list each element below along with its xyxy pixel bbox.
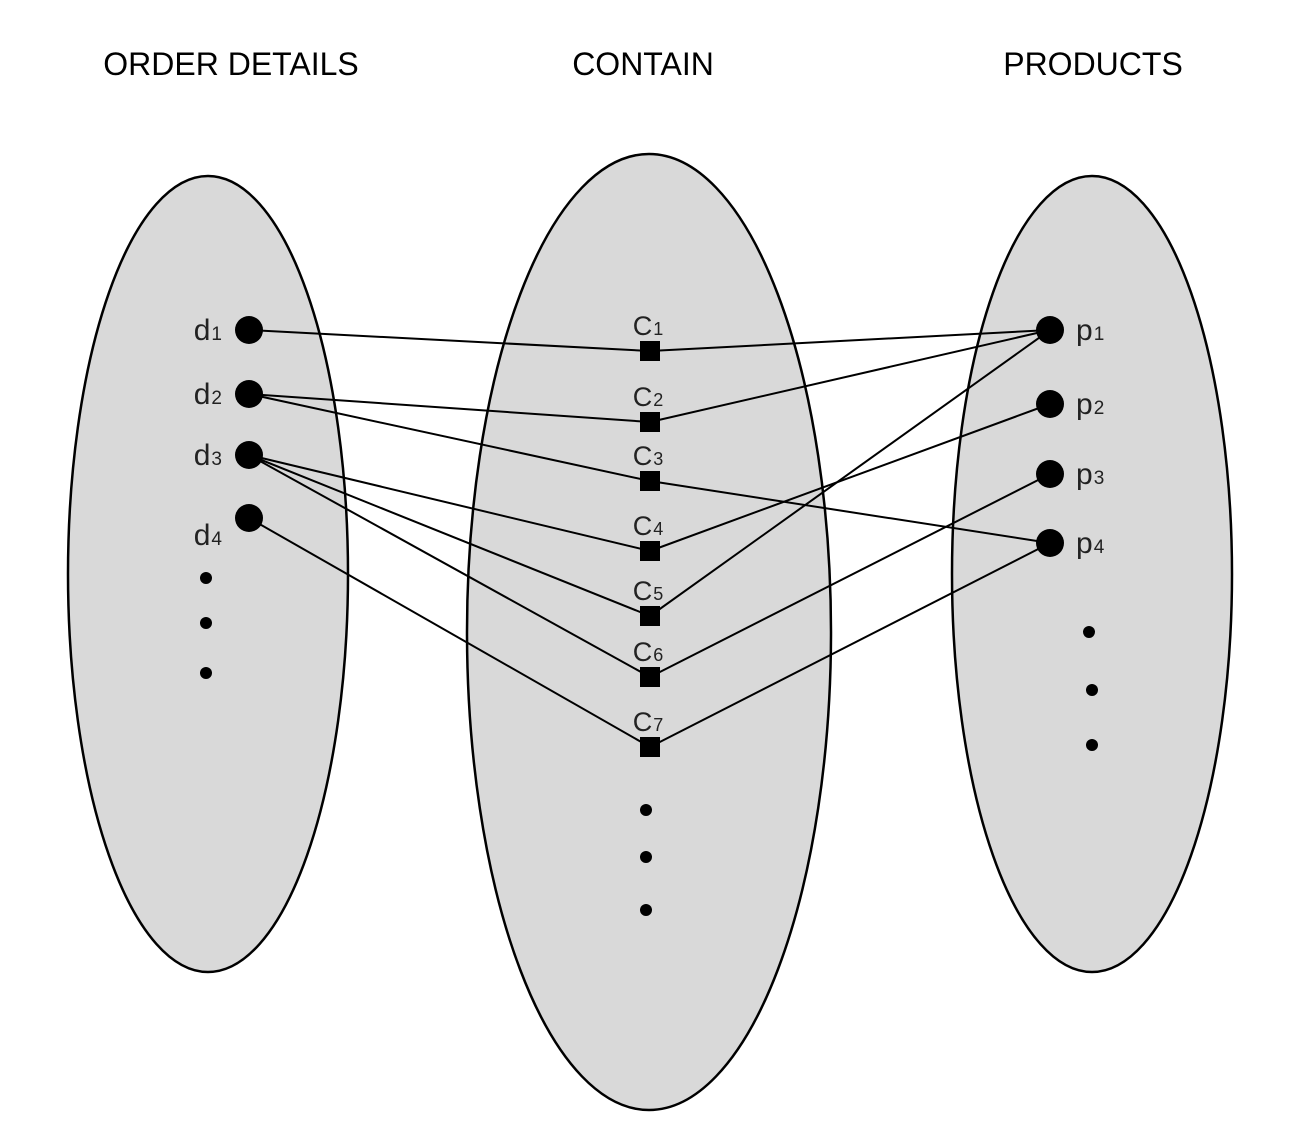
- contain-node-c1: [640, 341, 660, 361]
- products-set: [950, 174, 1234, 974]
- contain-label-c4: C4: [633, 511, 664, 541]
- contain-label-c1-subscript: 1: [653, 319, 663, 339]
- products-title: PRODUCTS: [1003, 46, 1183, 82]
- order-detail-label-d4-subscript: 4: [211, 529, 222, 550]
- product-node-p2: [1036, 390, 1064, 418]
- contain-label-c7-letter: C: [633, 707, 653, 737]
- order-detail-label-d2-subscript: 2: [211, 388, 222, 409]
- link-d1-c1: [248, 329, 651, 352]
- contain-label-c5: C5: [633, 576, 664, 606]
- order-detail-label-d3-subscript: 3: [211, 449, 222, 470]
- contain-continuation-dots: [640, 804, 652, 916]
- link-d2-c3: [248, 393, 651, 482]
- product-label-p4-letter: p: [1076, 527, 1093, 560]
- product-label-p2-letter: p: [1076, 388, 1093, 421]
- link-d3-c5: [248, 454, 651, 617]
- contain-label-c3-letter: C: [633, 441, 653, 471]
- contain-label-c3: C3: [633, 441, 664, 471]
- contain-node-c2: [640, 412, 660, 432]
- contain-label-c2-subscript: 2: [653, 390, 663, 410]
- order-detail-label-d4: d4: [194, 519, 223, 552]
- contain-label-c4-letter: C: [633, 511, 653, 541]
- contain-label-c7: C7: [633, 707, 664, 737]
- contain-label-c1-letter: C: [633, 311, 653, 341]
- contain-node-c7: [640, 737, 660, 757]
- contain-node-c5: [640, 606, 660, 626]
- contain-set: [465, 152, 833, 1112]
- contain-label-c5-subscript: 5: [653, 584, 663, 604]
- link-c4-p2: [649, 403, 1051, 552]
- product-node-p3: [1036, 460, 1064, 488]
- product-label-p2-subscript: 2: [1094, 398, 1105, 419]
- contain-label-c3-subscript: 3: [653, 449, 663, 469]
- product-label-p1-letter: p: [1076, 314, 1093, 347]
- link-c7-p4: [649, 542, 1051, 748]
- order-detail-label-d1-subscript: 1: [211, 324, 222, 345]
- contain-label-c4-subscript: 4: [653, 519, 663, 539]
- product-node-p1: [1036, 316, 1064, 344]
- link-c1-p1: [649, 329, 1051, 352]
- product-label-p2: p2: [1076, 388, 1104, 421]
- order-detail-node-d4: [235, 504, 263, 532]
- order-detail-node-d2: [235, 380, 263, 408]
- order-details-continuation-dots: [200, 572, 212, 679]
- order-detail-label-d3-letter: d: [194, 439, 211, 472]
- contain-label-c6: C6: [633, 637, 664, 667]
- order-detail-node-d1: [235, 316, 263, 344]
- contain-label-c7-subscript: 7: [653, 715, 663, 735]
- link-c3-p4: [649, 480, 1051, 544]
- order-detail-label-d1-letter: d: [194, 314, 211, 347]
- link-c2-p1: [649, 329, 1051, 423]
- contain-label-c5-letter: C: [633, 576, 653, 606]
- link-d3-c6: [248, 454, 651, 678]
- product-label-p3-subscript: 3: [1094, 468, 1105, 489]
- product-label-p3-letter: p: [1076, 458, 1093, 491]
- order-detail-label-d2: d2: [194, 378, 222, 411]
- contain-title: CONTAIN: [572, 46, 714, 82]
- product-node-p4: [1036, 529, 1064, 557]
- order-detail-node-d3: [235, 441, 263, 469]
- contain-node-c3: [640, 471, 660, 491]
- order-detail-label-d1: d1: [194, 314, 222, 347]
- product-label-p4-subscript: 4: [1094, 537, 1105, 558]
- link-lines: [248, 329, 1051, 748]
- products-continuation-dots: [1083, 626, 1098, 751]
- contain-label-c6-subscript: 6: [653, 645, 663, 665]
- link-c5-p1: [649, 329, 1051, 617]
- order-detail-label-d3: d3: [194, 439, 222, 472]
- contain-node-c4: [640, 541, 660, 561]
- contain-label-c6-letter: C: [633, 637, 653, 667]
- contain-label-c2-letter: C: [633, 382, 653, 412]
- link-d4-c7: [248, 517, 651, 748]
- contain-label-c2: C2: [633, 382, 664, 412]
- product-label-p4: p4: [1076, 527, 1105, 560]
- link-c6-p3: [649, 473, 1051, 678]
- order-details-title: ORDER DETAILS: [103, 46, 358, 82]
- product-label-p3: p3: [1076, 458, 1104, 491]
- product-label-p1-subscript: 1: [1094, 324, 1105, 345]
- contain-node-c6: [640, 667, 660, 687]
- contain-label-c1: C1: [633, 311, 664, 341]
- order-detail-label-d2-letter: d: [194, 378, 211, 411]
- link-d2-c2: [248, 393, 651, 423]
- product-label-p1: p1: [1076, 314, 1104, 347]
- order-detail-label-d4-letter: d: [194, 519, 211, 552]
- link-d3-c4: [248, 454, 651, 552]
